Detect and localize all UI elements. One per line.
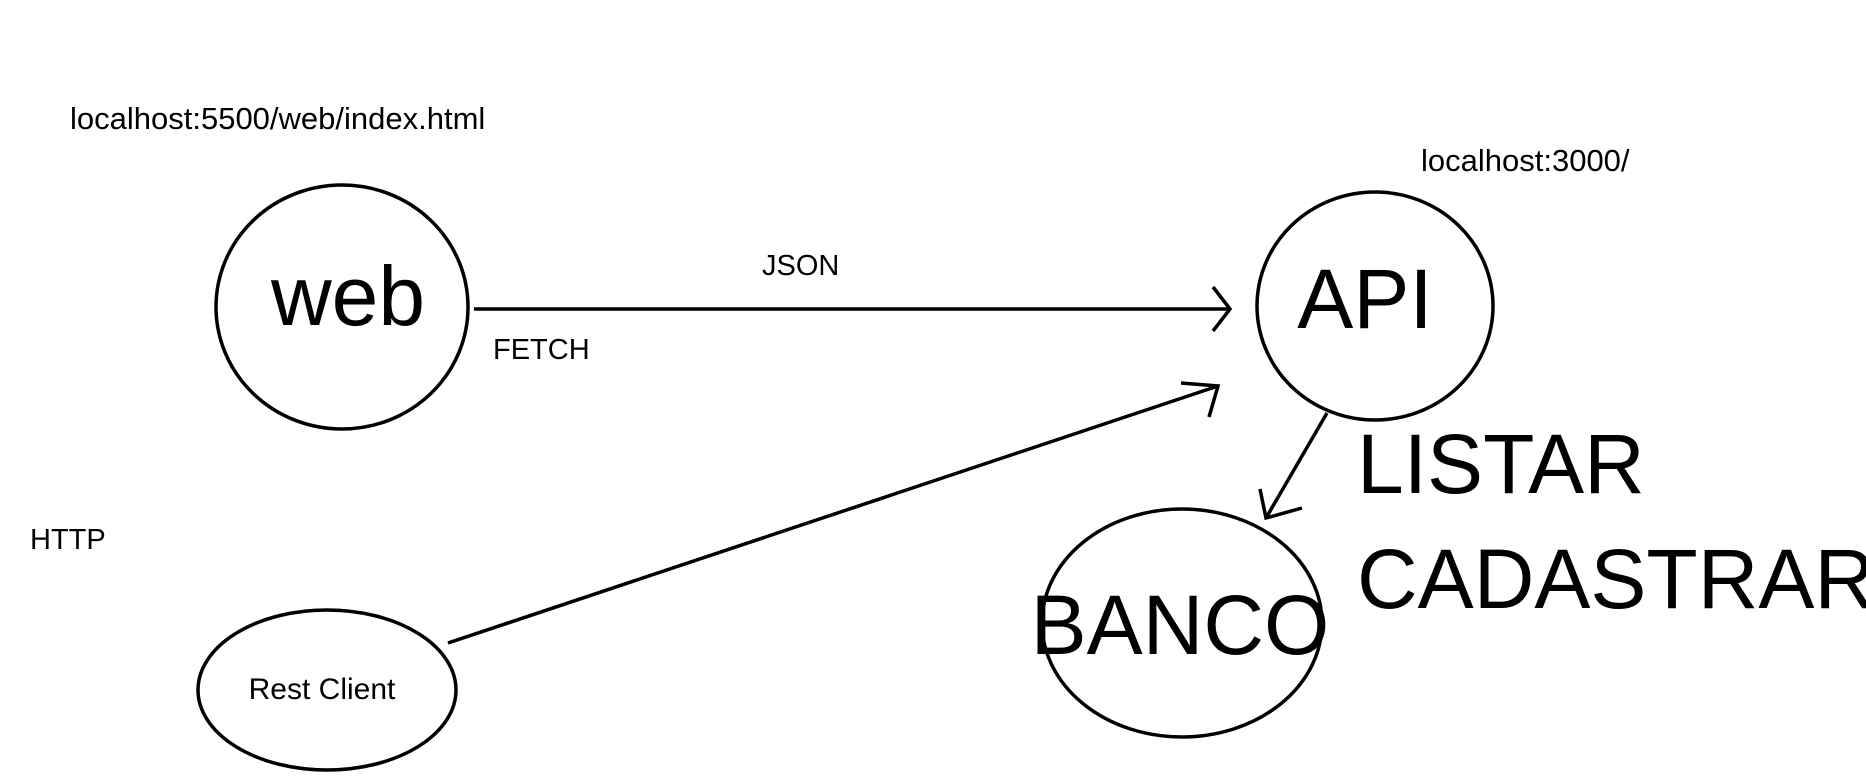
rest-client-node: Rest Client (196, 608, 458, 772)
rest-client-ellipse (196, 608, 458, 772)
api-node-label: API (1297, 252, 1432, 346)
cadastrar-label: CADASTRAR (1357, 532, 1866, 626)
arrow-web-to-api (474, 285, 1233, 333)
banco-node: BANCO (1031, 507, 1330, 739)
banco-circle (1040, 507, 1324, 739)
api-node: API (1255, 190, 1495, 422)
banco-node-label: BANCO (1031, 578, 1330, 672)
web-circle (214, 183, 470, 431)
arrow-rest-client-to-api (447, 381, 1221, 645)
arrow-api-to-banco (1258, 412, 1329, 521)
web-url-label: localhost:5500/web/index.html (70, 101, 485, 136)
fetch-label: FETCH (493, 334, 590, 366)
rest-client-label: Rest Client (249, 673, 396, 706)
api-url-label: localhost:3000/ (1421, 143, 1630, 178)
api-circle (1255, 190, 1495, 422)
web-node: web (214, 183, 470, 431)
http-label: HTTP (30, 524, 106, 556)
json-label: JSON (762, 250, 839, 282)
listar-label: LISTAR (1357, 417, 1645, 511)
web-node-label: web (270, 249, 425, 343)
